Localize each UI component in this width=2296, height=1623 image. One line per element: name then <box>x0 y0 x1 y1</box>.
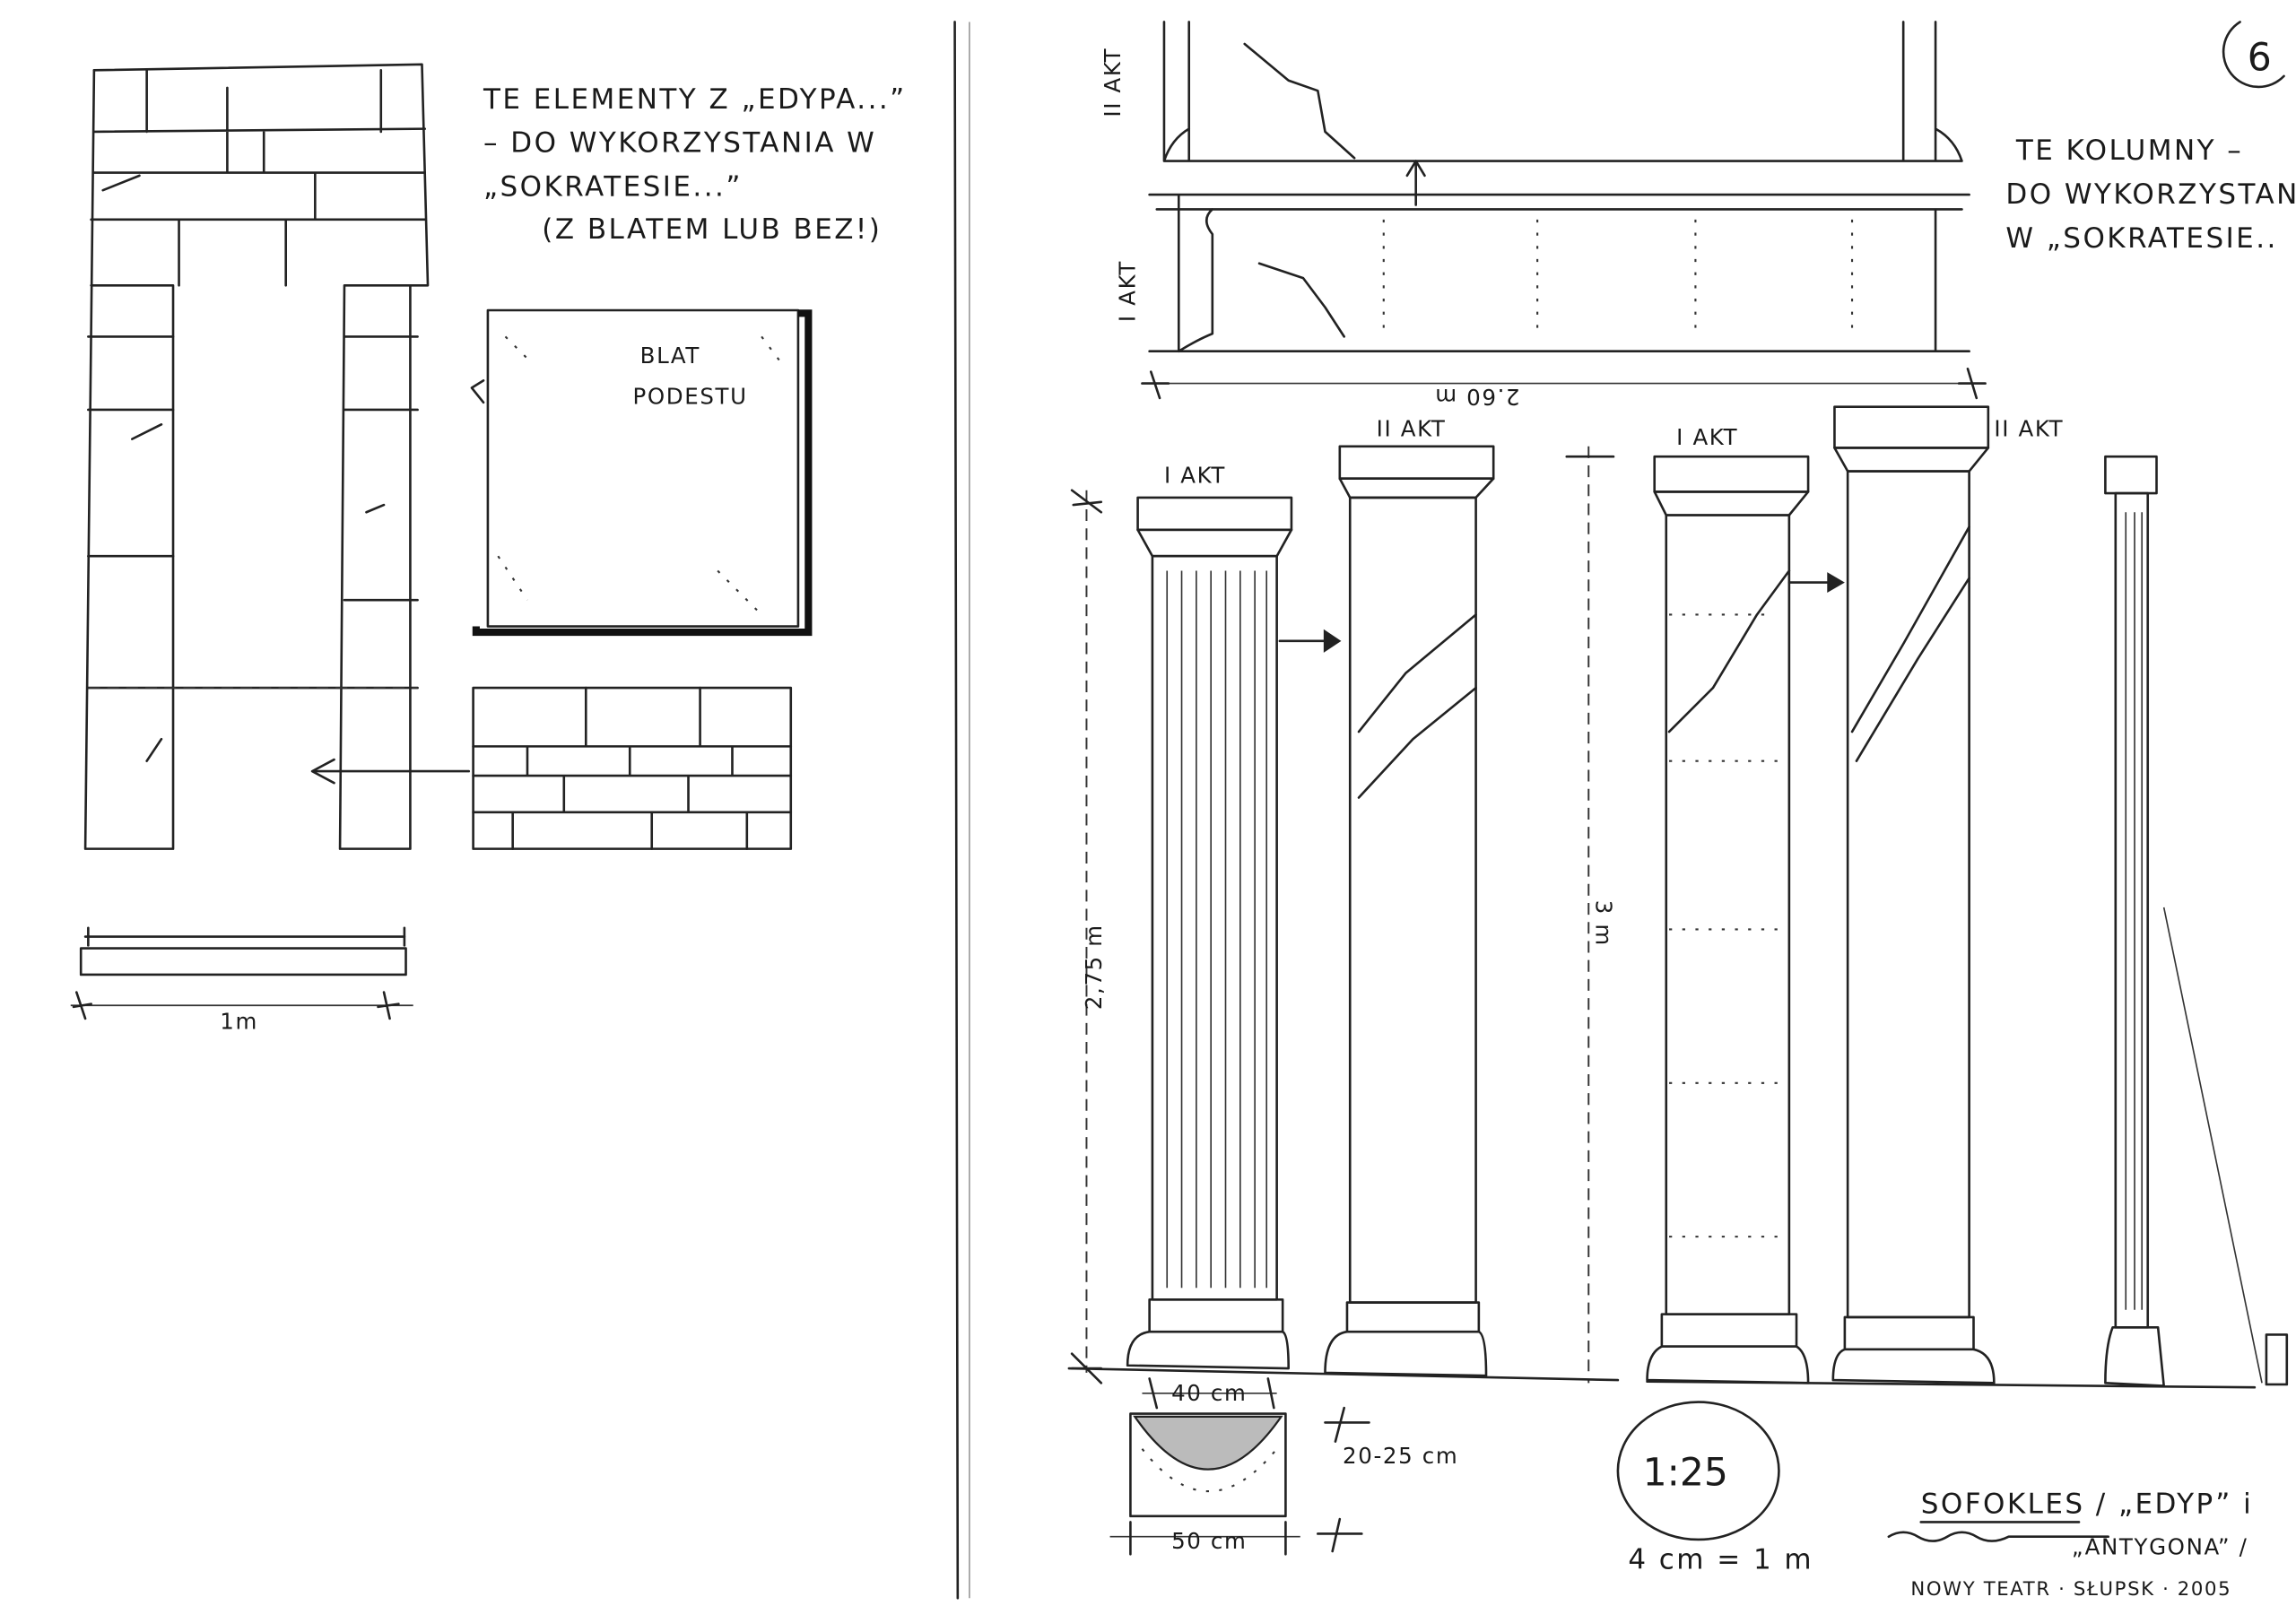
scale-ratio: 1:25 <box>1643 1452 1728 1496</box>
svg-text:TE ELEMENTY Z „EDYPA...” –: TE ELEMENTY Z „EDYPA...” – DO WYKORZYSTA… <box>483 83 918 246</box>
beam-label-act-1: I AKT <box>1114 260 1140 322</box>
beam-label-act-2: II AKT <box>1100 48 1126 117</box>
scale-equivalence: 4 cm = 1 m <box>1628 1544 1813 1576</box>
pedestal-top-drawing <box>470 308 813 637</box>
page-number-mark <box>2222 21 2285 89</box>
left-note-line-3: „SOKRATESIE...” <box>483 171 743 204</box>
height-dimension-right <box>1565 446 1615 1384</box>
base-detail-drawing <box>1109 1377 1370 1556</box>
title-line-3: NOWY TEATR · SŁUPSK · 2005 <box>1910 1578 2231 1601</box>
svg-text:BLAT PODESTU: BLAT PODESTU <box>633 343 748 410</box>
title-line-2: „ANTYGONA” / <box>2072 1533 2248 1559</box>
height-dimension-left <box>1070 489 1103 1384</box>
right-note-line-1: TE KOLUMNY – <box>2015 135 2243 167</box>
scale-bar-label: 1m <box>220 1008 258 1034</box>
pedestal-label-line-2: PODESTU <box>633 383 748 409</box>
column-2-label: II AKT <box>1377 415 1447 441</box>
beam-length-label: 2.60 m <box>1434 384 1520 410</box>
base-height-label: 20-25 cm <box>1343 1443 1458 1469</box>
scale-bar-1m <box>70 926 413 1020</box>
stone-block-drawing <box>472 686 793 850</box>
pedestal-label-line-1: BLAT <box>640 343 700 369</box>
height-label-left: 2,75 m <box>1081 924 1107 1010</box>
column-side-view <box>2104 455 2289 1387</box>
left-note-line-4: (Z BLATEM LUB BEZ!) <box>542 213 882 246</box>
left-note-line-1: TE ELEMENTY Z „EDYPA...” <box>483 83 907 116</box>
scale-circle <box>1616 1401 1780 1541</box>
base-top-width-label: 40 cm <box>1171 1380 1247 1406</box>
right-note-line-2: DO WYKORZYSTAN <box>2005 178 2296 211</box>
column-3-plain <box>1646 455 1810 1384</box>
beam-up-arrow <box>1405 160 1426 206</box>
page-number: 6 <box>2248 36 2272 80</box>
transfer-arrow-left <box>310 758 471 785</box>
svg-text:TE KOLUMNY – DO WYKORZYSTA: TE KOLUMNY – DO WYKORZYSTAN W „SOKRATESI… <box>2005 135 2296 255</box>
column-4-plain <box>1831 405 1996 1384</box>
beam-length-dimension <box>1141 367 1987 400</box>
arrow-col1-to-col2 <box>1278 629 1342 653</box>
base-bottom-width-label: 50 cm <box>1171 1528 1247 1554</box>
beam-act-2 <box>1162 21 1963 162</box>
right-note-line-3: W „SOKRATESIE.. <box>2005 222 2277 255</box>
column-1-fluted <box>1126 496 1293 1370</box>
height-label-right: 3 m <box>1590 900 1616 947</box>
door-frame-drawing <box>83 63 430 850</box>
column-2-plain <box>1324 445 1495 1377</box>
title-block <box>1887 1521 2109 1542</box>
arrow-col3-to-col4 <box>1787 572 1845 594</box>
left-note-line-2: – DO WYKORZYSTANIA W <box>483 127 876 160</box>
page-fold-line <box>953 21 960 1600</box>
column-1-label: I AKT <box>1164 463 1226 489</box>
beam-act-1 <box>1148 193 1970 353</box>
column-4-label: II AKT <box>1994 415 2064 441</box>
title-line-1: SOFOKLES / „EDYP” i <box>1921 1488 2253 1521</box>
column-3-label: I AKT <box>1676 424 1738 450</box>
